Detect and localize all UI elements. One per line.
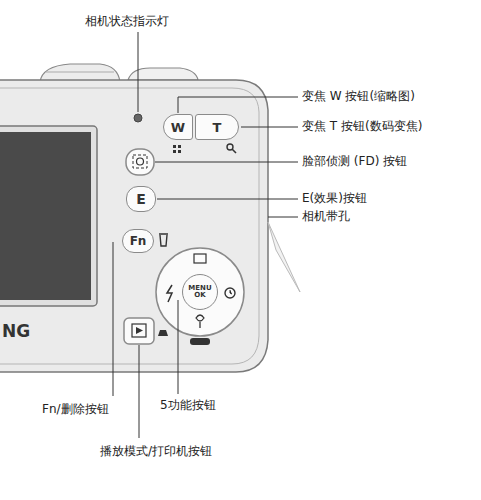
button-label: MENU OK (186, 285, 214, 300)
callout-label: 相机带孔 (302, 209, 350, 223)
callout-label: 相机状态指示灯 (85, 14, 169, 28)
brand-text: NG (2, 321, 30, 341)
button-label: E (136, 191, 146, 207)
callout-label: 5功能按钮 (160, 398, 216, 412)
button-label: Fn (130, 234, 147, 248)
callout-label: 变焦 T 按钮(数码变焦) (302, 119, 422, 133)
camera-button: T (195, 114, 239, 140)
camera-button: E (126, 186, 156, 212)
menu-ok-button: MENU OK (182, 274, 218, 310)
camera-button: W (163, 114, 193, 140)
callout-label: 变焦 W 按钮(缩略图) (302, 89, 415, 103)
callout-label: 脸部侦测 (FD) 按钮 (302, 154, 407, 168)
callout-label: Fn/删除按钮 (42, 402, 109, 416)
button-label: T (213, 120, 222, 135)
camera-button: Fn (122, 229, 154, 253)
callout-label: 播放模式/打印机按钮 (100, 444, 212, 458)
button-label: W (171, 120, 185, 135)
callout-label: E(效果)按钮 (302, 191, 367, 205)
